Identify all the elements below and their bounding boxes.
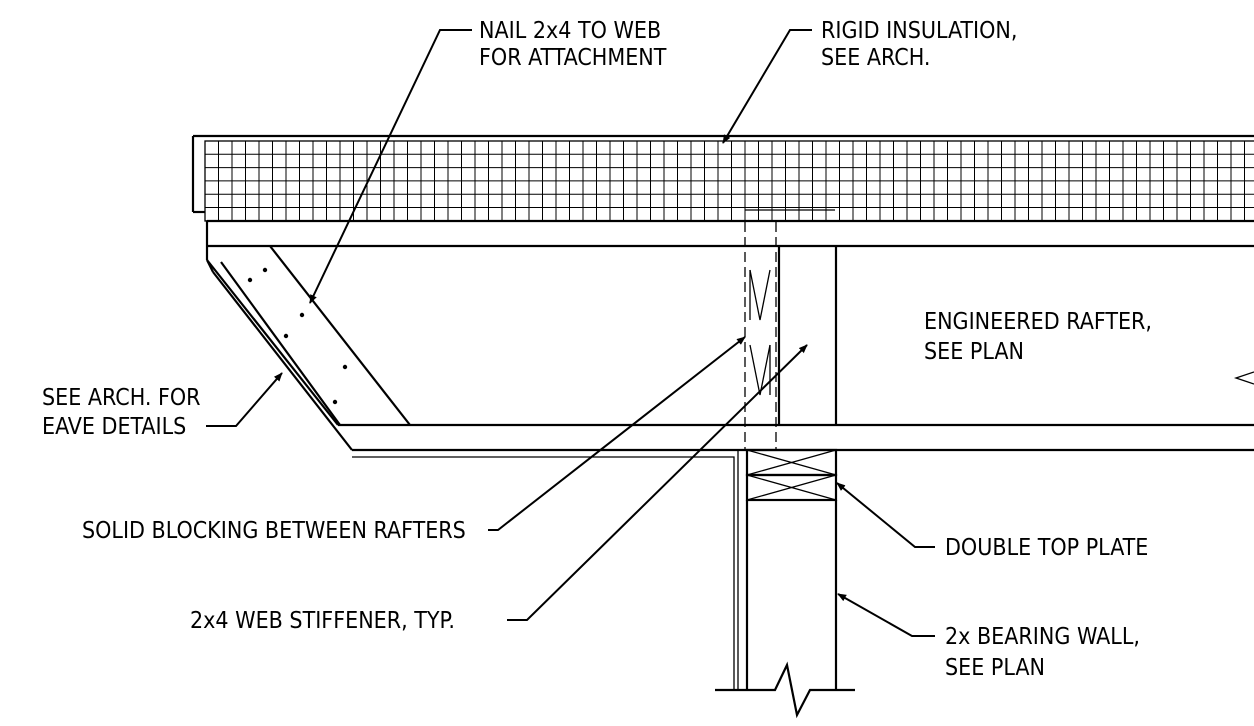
double-top-plate <box>745 448 838 502</box>
leader-stiffener <box>507 344 808 621</box>
leader-insulation <box>722 29 812 144</box>
label-top-plate: DOUBLE TOP PLATE <box>945 535 1148 561</box>
solid-blocking <box>744 209 835 450</box>
label-nail-line1: NAIL 2x4 TO WEB <box>479 18 661 44</box>
continuation-arrow <box>1233 371 1254 385</box>
diagonal-2x4-web <box>220 245 411 426</box>
label-blocking: SOLID BLOCKING BETWEEN RAFTERS <box>82 518 466 544</box>
bearing-wall <box>715 500 855 719</box>
leaders <box>206 29 935 637</box>
leader-eave <box>206 372 283 427</box>
label-insulation-line1: RIGID INSULATION, <box>821 18 1017 44</box>
leader-top-plate <box>836 482 935 548</box>
label-nail-line2: FOR ATTACHMENT <box>479 45 667 71</box>
leader-nail <box>309 29 472 304</box>
label-rafter-line1: ENGINEERED RAFTER, <box>924 309 1152 335</box>
web-stiffener <box>777 246 838 425</box>
label-eave-line1: SEE ARCH. FOR <box>42 385 201 411</box>
rigid-insulation <box>191 134 1254 222</box>
labels: NAIL 2x4 TO WEB FOR ATTACHMENT RIGID INS… <box>42 18 1152 681</box>
label-rafter-line2: SEE PLAN <box>924 339 1024 365</box>
eave-profile <box>206 259 739 690</box>
label-wall-line2: SEE PLAN <box>945 655 1045 681</box>
rafter-top-chord <box>205 219 1254 260</box>
leader-blocking <box>488 336 746 531</box>
insulation-hatch <box>205 141 1254 222</box>
rafter-bottom-chord <box>338 423 1254 452</box>
label-eave-line2: EAVE DETAILS <box>42 414 186 440</box>
label-wall-line1: 2x BEARING WALL, <box>945 624 1140 650</box>
label-insulation-line2: SEE ARCH. <box>821 45 930 71</box>
leader-wall <box>837 593 935 637</box>
label-stiffener: 2x4 WEB STIFFENER, TYP. <box>190 608 455 634</box>
